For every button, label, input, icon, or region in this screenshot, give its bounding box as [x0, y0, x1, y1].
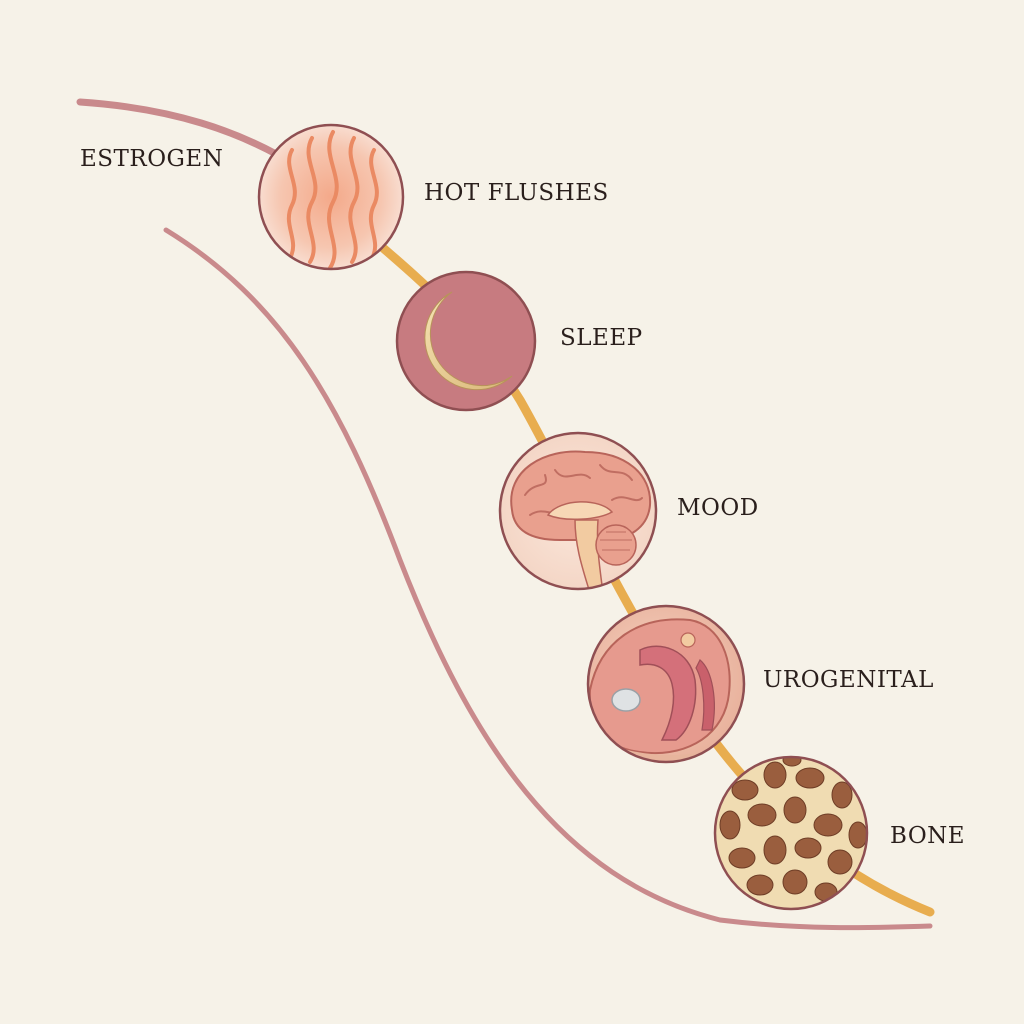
sleep-node [395, 270, 537, 412]
mood-node [498, 431, 658, 591]
hot-flushes-node [257, 123, 405, 271]
urogenital-node [586, 604, 746, 764]
bone-node [713, 755, 869, 911]
urogenital-label: UROGENITAL [763, 667, 934, 693]
sleep-label: SLEEP [560, 325, 643, 351]
estrogen-label: ESTROGEN [80, 146, 224, 172]
estrogen-decline-curve [163, 227, 933, 931]
brain-icon [510, 450, 652, 589]
crescent-moon-icon [424, 291, 513, 391]
bone-label: BONE [890, 823, 966, 849]
heat-waves-icon [286, 130, 379, 269]
hot-flushes-label: HOT FLUSHES [424, 180, 609, 206]
trabecular-bone-icon [719, 757, 867, 902]
mood-label: MOOD [677, 495, 759, 521]
